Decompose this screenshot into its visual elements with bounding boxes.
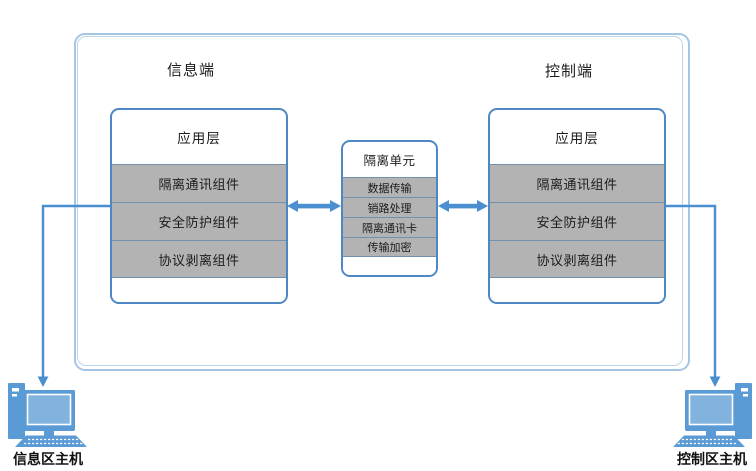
isolation-unit-title: 隔离单元 (363, 154, 416, 168)
desktop-computer-icon (672, 382, 753, 448)
isolation-row: 销路处理 (343, 197, 436, 217)
stack-spacer (343, 257, 436, 275)
isolation-unit-box: 隔离单元 数据传输 销路处理 隔离通讯卡 传输加密 (341, 140, 438, 277)
control-host-label: 控制区主机 (677, 451, 747, 467)
component-row: 隔离通讯组件 (490, 164, 664, 202)
info-host-label: 信息区主机 (13, 451, 83, 467)
component-row: 协议剥离组件 (112, 240, 286, 278)
desktop-computer-icon (8, 383, 87, 447)
section-label-control-side: 控制端 (544, 63, 593, 80)
stack-spacer (112, 278, 286, 302)
app-layer-stack-left: 应用层 隔离通讯组件 安全防护组件 协议剥离组件 (110, 108, 288, 304)
component-row: 协议剥离组件 (490, 240, 664, 278)
stack-spacer (490, 278, 664, 302)
isolation-row: 隔离通讯卡 (343, 217, 436, 237)
stack-title: 应用层 (177, 131, 221, 146)
app-layer-stack-right: 应用层 隔离通讯组件 安全防护组件 协议剥离组件 (488, 108, 666, 304)
section-label-info-side: 信息端 (166, 62, 215, 79)
isolation-row: 传输加密 (343, 237, 436, 257)
component-row: 安全防护组件 (490, 202, 664, 240)
component-row: 隔离通讯组件 (112, 164, 286, 202)
stack-title: 应用层 (555, 131, 599, 146)
isolation-row: 数据传输 (343, 177, 436, 197)
component-row: 安全防护组件 (112, 202, 286, 240)
